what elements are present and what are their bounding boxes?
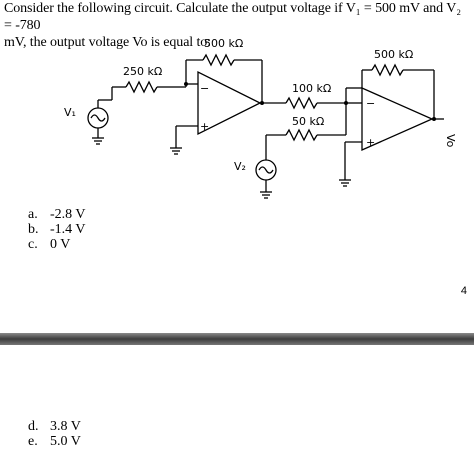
choice-c[interactable]: c. 0 V (28, 237, 86, 252)
choice-letter: a. (28, 207, 38, 222)
label-r-input-1: 250 kΩ (123, 65, 162, 78)
svg-text:−: − (366, 97, 375, 110)
op-amp-2 (361, 87, 434, 151)
op-amp-1 (197, 70, 262, 136)
choice-text: -2.8 V (50, 207, 86, 222)
label-r-input-3: 50 kΩ (292, 115, 324, 128)
svg-text:+: + (200, 120, 209, 133)
choice-letter: b. (28, 222, 39, 237)
choices-group-2: d. 3.8 V e. 5.0 V (28, 419, 81, 449)
choices-group-1: a. -2.8 V b. -1.4 V c. 0 V (28, 207, 86, 252)
choice-text: -1.4 V (50, 222, 86, 237)
label-source-v1: V₁ (64, 106, 76, 119)
choice-text: 3.8 V (50, 419, 81, 434)
choice-b[interactable]: b. -1.4 V (28, 222, 86, 237)
label-r-input-2: 100 kΩ (292, 82, 331, 95)
resistor-100k (285, 96, 318, 110)
resistor-500k-2 (371, 63, 404, 77)
label-r-feedback-1: 500 kΩ (204, 37, 243, 50)
question-line-2: mV, the output voltage Vo is equal to: (4, 35, 211, 50)
choice-text: 0 V (50, 237, 71, 252)
choice-e[interactable]: e. 5.0 V (28, 434, 81, 449)
choice-letter: c. (28, 237, 38, 252)
choice-letter: d. (28, 419, 39, 434)
choice-d[interactable]: d. 3.8 V (28, 419, 81, 434)
question-line-1: Consider the following circuit. Calculat… (4, 1, 461, 33)
circuit-diagram: − + − + 500 kΩ 250 kΩ 100 kΩ 50 kΩ 500 k… (64, 37, 457, 199)
question-text: Consider the following circuit. Calculat… (4, 0, 470, 51)
page-divider (0, 333, 474, 345)
label-r-feedback-2: 500 kΩ (374, 48, 413, 61)
resistor-250k (125, 80, 158, 94)
choice-letter: e. (28, 434, 38, 449)
svg-text:−: − (200, 82, 209, 95)
label-source-v2: V₂ (234, 160, 246, 173)
resistor-500k-1 (202, 53, 235, 67)
resistor-50k (285, 128, 318, 142)
choice-a[interactable]: a. -2.8 V (28, 207, 86, 222)
choice-text: 5.0 V (50, 434, 81, 449)
page-number: 4 (460, 285, 467, 297)
svg-text:+: + (366, 136, 375, 149)
label-output: Vo (444, 134, 457, 148)
